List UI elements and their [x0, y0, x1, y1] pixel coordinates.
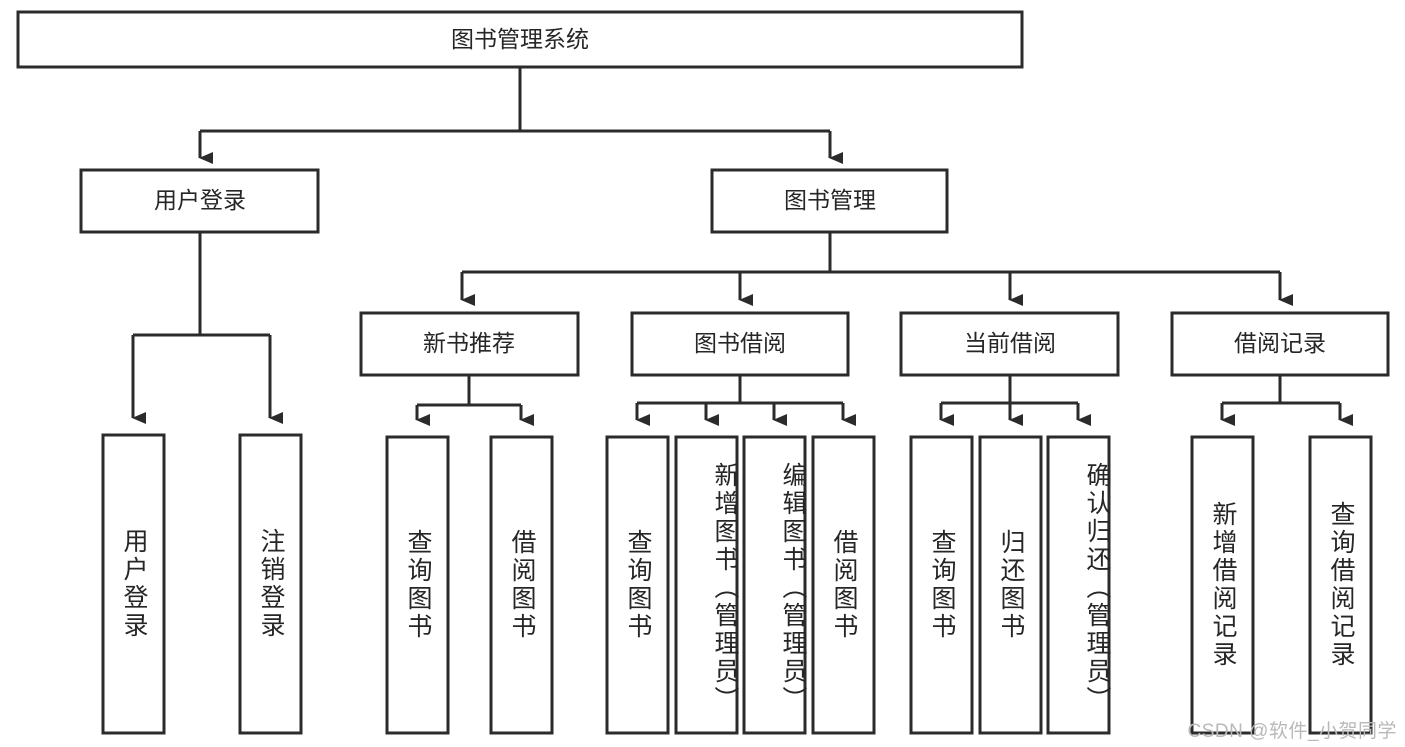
- leaf-box-edit-book[interactable]: [742, 435, 807, 735]
- leaf-box-user-logout[interactable]: [238, 433, 303, 735]
- leaf-box-query-record[interactable]: [1308, 435, 1373, 735]
- node-new-book-recommend-label: 新书推荐: [423, 330, 515, 356]
- node-user-login[interactable]: 用户登录: [79, 168, 320, 234]
- leaf-box-query-book-2[interactable]: [605, 435, 670, 735]
- leaf-box-confirm-return[interactable]: [1046, 435, 1111, 735]
- connector-user-login-to-leaves: [131, 232, 283, 424]
- csdn-watermark: CSDN @软件_小贺同学: [1187, 721, 1397, 742]
- node-borrow-record[interactable]: 借阅记录: [1170, 311, 1390, 377]
- leaf-box-query-book-3[interactable]: [909, 435, 974, 735]
- leaf-box-add-record[interactable]: [1190, 435, 1255, 735]
- leaf-box-return-book[interactable]: [978, 435, 1043, 735]
- node-current-borrow-label: 当前借阅: [964, 330, 1056, 356]
- node-borrow-record-label: 借阅记录: [1234, 330, 1326, 356]
- node-book-manage[interactable]: 图书管理: [710, 168, 949, 234]
- node-current-borrow[interactable]: 当前借阅: [899, 311, 1120, 377]
- node-root[interactable]: 图书管理系统: [16, 10, 1024, 69]
- leaf-box-query-book-1[interactable]: [385, 435, 450, 735]
- node-user-login-label: 用户登录: [154, 187, 246, 213]
- connector-current-borrow-to-leaves: [939, 375, 1091, 426]
- connector-borrow-record-to-leaves: [1220, 375, 1353, 426]
- leaf-boxes: [101, 433, 1373, 735]
- leaf-box-user-login[interactable]: [101, 433, 166, 735]
- leaf-box-add-book[interactable]: [674, 435, 739, 735]
- node-book-manage-label: 图书管理: [784, 187, 876, 213]
- connector-new-book-recommend-to-leaves: [415, 375, 534, 426]
- node-root-label: 图书管理系统: [451, 26, 589, 52]
- leaf-box-borrow-book-2[interactable]: [811, 435, 876, 735]
- node-new-book-recommend[interactable]: 新书推荐: [359, 311, 580, 377]
- node-book-borrow[interactable]: 图书借阅: [630, 311, 850, 377]
- connector-root-to-level2: [198, 67, 843, 164]
- leaf-box-borrow-book-1[interactable]: [489, 435, 554, 735]
- connector-book-borrow-to-leaves: [635, 375, 856, 426]
- node-book-borrow-label: 图书借阅: [694, 330, 786, 356]
- connector-book-manage-to-level3: [460, 232, 1293, 306]
